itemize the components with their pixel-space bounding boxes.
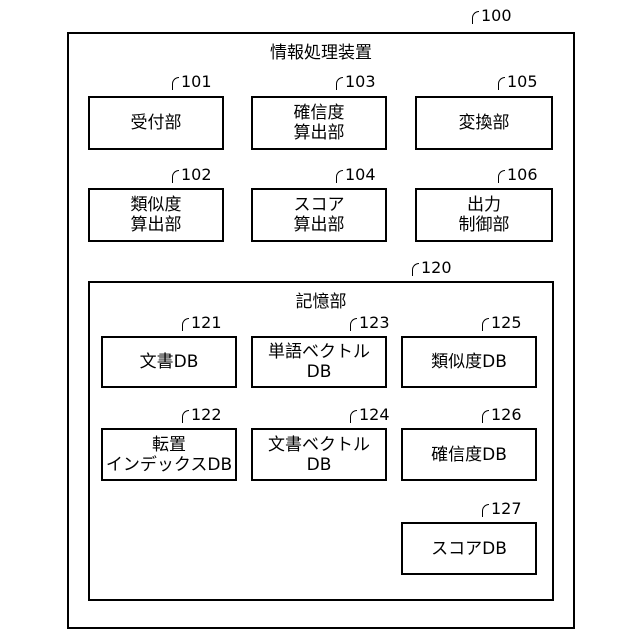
unit-score-calc-ref: 104 (336, 167, 376, 183)
device-title: 情報処理装置 (69, 38, 573, 63)
db-confidence: 確信度DB (401, 428, 537, 481)
db-document-vector: 文書ベクトルDB (251, 428, 387, 481)
db-confidence-ref: 126 (482, 407, 522, 423)
unit-confidence-calc: 確信度算出部 (251, 96, 387, 150)
db-word-vector: 単語ベクトルDB (251, 336, 387, 388)
db-score: スコアDB (401, 522, 537, 575)
unit-score-calc: スコア算出部 (251, 188, 387, 242)
db-inverted-index: 転置インデックスDB (101, 428, 237, 481)
storage-title: 記憶部 (90, 287, 552, 312)
db-word-vector-ref: 123 (350, 315, 390, 331)
unit-output-control-ref: 106 (498, 167, 538, 183)
unit-reception-ref: 101 (172, 74, 212, 90)
unit-similarity-calc: 類似度算出部 (88, 188, 224, 242)
db-document: 文書DB (101, 336, 237, 388)
unit-conversion: 変換部 (415, 96, 553, 150)
unit-output-control: 出力制御部 (415, 188, 553, 242)
unit-reception: 受付部 (88, 96, 224, 150)
db-similarity: 類似度DB (401, 336, 537, 388)
db-document-ref: 121 (182, 315, 222, 331)
storage-ref: 120 (412, 260, 452, 276)
db-score-ref: 127 (482, 501, 522, 517)
unit-similarity-calc-ref: 102 (172, 167, 212, 183)
db-document-vector-ref: 124 (350, 407, 390, 423)
db-similarity-ref: 125 (482, 315, 522, 331)
db-inverted-index-ref: 122 (182, 407, 222, 423)
unit-conversion-ref: 105 (498, 74, 538, 90)
device-ref: 100 (472, 8, 512, 24)
unit-confidence-calc-ref: 103 (336, 74, 376, 90)
